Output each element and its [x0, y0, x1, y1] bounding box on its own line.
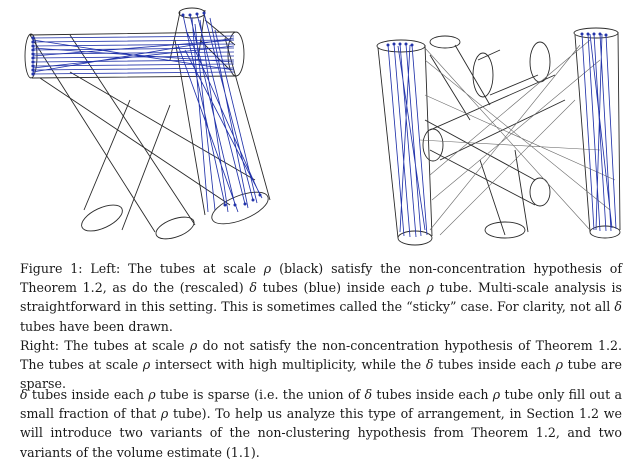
- left-rho-tube-end: [81, 204, 123, 232]
- caption-right-paragraph: Right: The tubes at scale ρ do not satis…: [20, 337, 622, 392]
- right-rho-tube-end: [429, 35, 461, 49]
- left-delta-tubes: [32, 12, 263, 213]
- right-rho-tube-end: [397, 230, 433, 246]
- right-rho-tube: [429, 74, 566, 161]
- rho-symbol: ρ: [263, 261, 272, 276]
- delta-symbol: δ: [425, 357, 434, 373]
- right-rho-tube-end: [529, 177, 551, 207]
- left-figure: [24, 7, 271, 240]
- rho-symbol: ρ: [492, 387, 501, 402]
- caption-left-paragraph: Figure 1: Left: The tubes at scale ρ (bl…: [20, 261, 622, 334]
- rho-symbol: ρ: [142, 357, 151, 373]
- right-thin-lines: [419, 39, 616, 236]
- right-rho-tube: [424, 119, 536, 206]
- rho-symbol: ρ: [148, 387, 156, 402]
- rho-symbol: ρ: [426, 280, 434, 296]
- left-delta-endpoints: [31, 11, 262, 207]
- figure-1-illustrations: [24, 7, 621, 246]
- right-rho-tube: [574, 31, 621, 233]
- figure-caption: Figure 1: Left: The tubes at scale ρ (bl…: [20, 259, 622, 393]
- right-rho-tube-end: [472, 52, 494, 98]
- left-rho-tube: [39, 71, 256, 206]
- right-rho-tubes: [376, 27, 621, 246]
- left-rho-tube: [174, 37, 271, 216]
- delta-symbol: δ: [614, 299, 622, 315]
- right-delta-endpoints: [386, 32, 608, 47]
- delta-symbol: δ: [249, 280, 257, 296]
- left-rho-tube: [169, 9, 206, 61]
- right-figure: [376, 27, 621, 246]
- right-rho-tube-end: [376, 39, 426, 53]
- delta-symbol: δ: [364, 387, 373, 402]
- right-rho-tube: [477, 49, 539, 96]
- delta-symbol: δ: [20, 387, 28, 402]
- rho-symbol: ρ: [555, 357, 563, 373]
- left-rho-tubes: [24, 7, 271, 240]
- right-rho-tube-end: [422, 128, 444, 162]
- right-delta-tubes: [387, 33, 617, 238]
- body-paragraph: δ tubes inside each ρ tube is sparse (i.…: [20, 387, 622, 460]
- caption-label: Figure 1:: [20, 261, 83, 276]
- right-rho-tube-end: [484, 221, 526, 239]
- rho-symbol: ρ: [189, 337, 198, 353]
- rho-symbol: ρ: [160, 406, 169, 422]
- right-rho-tube: [429, 44, 491, 121]
- left-rho-tube-end: [155, 216, 195, 240]
- left-rho-tube-end: [211, 191, 269, 225]
- left-rho-tube: [29, 31, 238, 79]
- right-rho-tube-end: [573, 27, 619, 39]
- right-rho-tube-end: [589, 225, 621, 239]
- left-rho-tube: [83, 99, 171, 231]
- figure-svg: [24, 7, 621, 246]
